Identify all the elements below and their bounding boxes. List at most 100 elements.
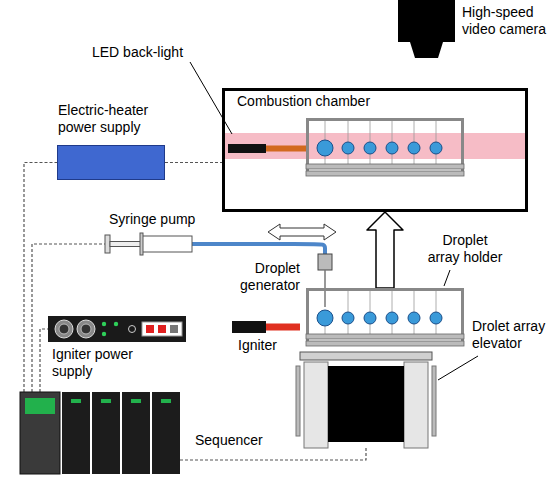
droplet — [430, 312, 442, 324]
plc-led — [101, 399, 111, 403]
droplet — [317, 310, 333, 326]
igniter-holder — [232, 321, 266, 333]
holder-base — [306, 164, 464, 169]
plc-module — [92, 392, 120, 474]
elevator-actuator — [328, 366, 404, 442]
knob — [59, 324, 69, 334]
array-holder: Droplet array holder — [306, 288, 464, 348]
droplet — [342, 142, 354, 154]
camera-body — [398, 0, 455, 42]
suspension-wire — [414, 121, 415, 164]
igniter-power-supply: Igniter power supply — [48, 316, 186, 342]
node-label: Sequencer — [195, 432, 263, 449]
plc-led — [71, 399, 81, 403]
holder-rail — [306, 288, 464, 291]
holder-post — [461, 118, 464, 176]
suspension-wire — [436, 121, 437, 164]
knob — [81, 324, 91, 334]
camera-node: High-speed video camera — [398, 0, 455, 58]
plc-module — [62, 392, 90, 474]
suspension-wire — [414, 291, 415, 334]
droplet — [386, 142, 398, 154]
holder-post — [306, 288, 309, 346]
droplet — [408, 142, 420, 154]
suspension-wire — [348, 121, 349, 164]
elevator-plate — [300, 352, 432, 360]
holder-base — [306, 171, 464, 176]
droplet — [364, 142, 376, 154]
leader-line — [444, 270, 450, 286]
chamber-box: Combustion chamberLED back-light — [222, 88, 528, 212]
indicator-lamp — [102, 332, 106, 336]
signal-line — [165, 162, 222, 163]
suspension-wire — [325, 121, 326, 164]
heater-element — [266, 146, 306, 152]
droplet — [342, 312, 354, 324]
plc-module — [122, 392, 150, 474]
transfer-arrow — [367, 212, 403, 288]
power-supply-box: Electric-heater power supply — [57, 145, 165, 180]
indicator-lamp — [114, 322, 118, 326]
sequencer: Sequencer — [20, 392, 180, 474]
switch — [129, 326, 136, 333]
holder-post — [461, 288, 464, 346]
holder-base — [306, 341, 464, 346]
suspension-wire — [392, 291, 393, 334]
knob — [55, 320, 73, 338]
syringe-pump: Syringe pump — [105, 235, 192, 253]
elevator-post — [304, 362, 328, 448]
igniter: Igniter — [232, 321, 300, 333]
indicator-lamp — [102, 322, 106, 326]
node-label: Syringe pump — [109, 211, 195, 228]
leader-line — [190, 62, 232, 134]
syringe-barrel — [142, 236, 192, 252]
plc-module — [152, 392, 180, 474]
terminal — [170, 325, 178, 333]
node-label: Electric-heater power supply — [58, 102, 170, 136]
motion-arrow — [268, 224, 336, 240]
elevator-bracket — [296, 366, 300, 436]
holder-base — [306, 334, 464, 339]
terminal — [146, 325, 154, 333]
plc-screen — [25, 398, 55, 414]
array-elevator: Drolet array elevator — [300, 352, 432, 448]
leader-line — [438, 356, 478, 380]
terminal-block — [142, 322, 182, 336]
plunger-cap — [105, 235, 110, 253]
igniter-wire — [266, 324, 300, 331]
plc-cpu — [20, 392, 60, 474]
holder-rail — [306, 118, 464, 121]
node-label: Combustion chamber — [237, 93, 370, 110]
suspension-wire — [348, 291, 349, 334]
generator-head — [318, 254, 332, 270]
backlight-band: LED back-light — [225, 133, 525, 159]
plc-led — [161, 399, 171, 403]
suspension-wire — [325, 326, 326, 334]
droplet — [408, 312, 420, 324]
power-supply-body — [48, 316, 186, 342]
needle — [324, 270, 326, 307]
plc-led — [131, 399, 141, 403]
suspension-wire — [370, 291, 371, 334]
terminal — [158, 325, 166, 333]
droplet — [386, 312, 398, 324]
node-label: Droplet array holder — [426, 232, 504, 266]
signal-line — [180, 448, 366, 460]
holder-post — [306, 118, 309, 176]
suspension-wire — [392, 121, 393, 164]
camera-lens — [410, 42, 443, 58]
node-label: Igniter power supply — [52, 346, 152, 380]
elevator-post — [404, 362, 428, 448]
node-label: Igniter — [238, 337, 277, 354]
droplet-generator: Droplet generator — [318, 254, 332, 270]
node-label: Drolet array elevator — [472, 318, 552, 352]
plunger-rod — [110, 242, 142, 247]
droplet — [317, 140, 333, 156]
droplet — [364, 312, 376, 324]
signal-line — [40, 329, 48, 392]
heater-rod — [228, 144, 266, 153]
suspension-wire — [436, 291, 437, 334]
fuel-tube — [192, 244, 325, 254]
